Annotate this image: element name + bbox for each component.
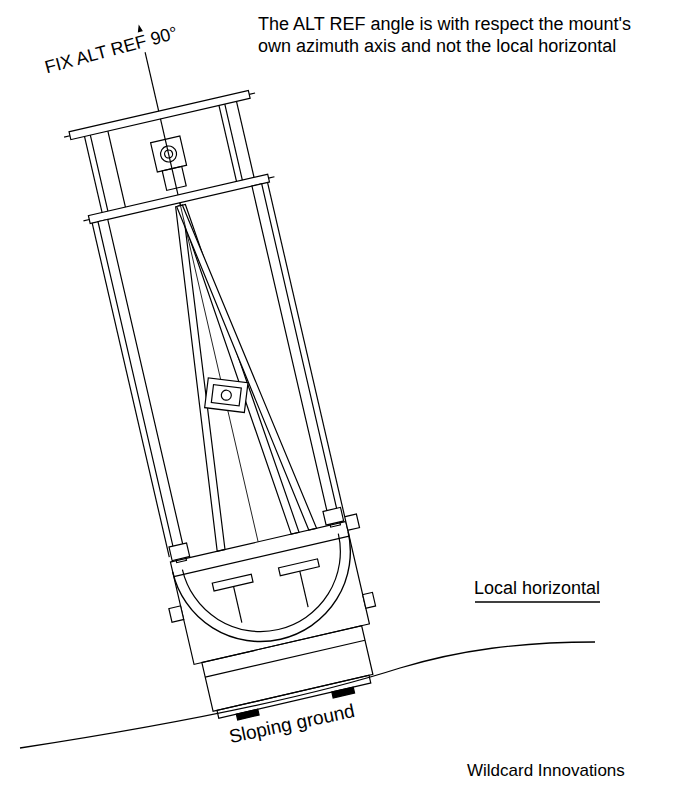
credit-text: Wildcard Innovations — [467, 761, 625, 781]
horizontal-label: Local horizontal — [474, 578, 600, 599]
reference-label: FIX ALT REF 90° — [40, 22, 183, 79]
dobsonian-telescope — [20, 3, 600, 748]
note-text: The ALT REF angle is with respect the mo… — [258, 14, 656, 57]
